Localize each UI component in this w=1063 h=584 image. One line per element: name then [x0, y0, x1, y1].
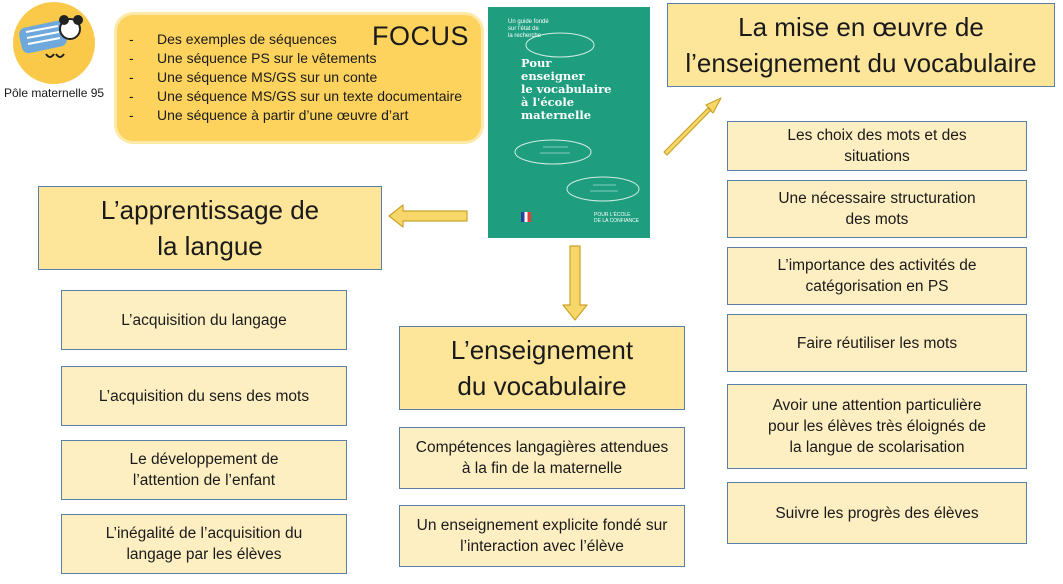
logo-caption: Pôle maternelle 95	[4, 86, 105, 100]
book-footer: POUR L'ÉCOLE DE LA CONFIANCE	[594, 212, 640, 224]
focus-item: Une séquence à partir d’une œuvre d’art	[129, 106, 462, 125]
focus-item: Une séquence PS sur le vêtements	[129, 49, 462, 68]
apprentissage-item: Le développement de l’attention de l’enf…	[61, 440, 347, 500]
pole-maternelle-logo	[6, 2, 102, 84]
focus-item: Une séquence MS/GS sur un conte	[129, 68, 462, 87]
arrow-down	[562, 245, 588, 321]
arrow-up-right	[663, 97, 722, 156]
book-decoration	[514, 32, 640, 202]
arrow-left	[388, 204, 468, 228]
marianne-logo	[521, 212, 531, 222]
focus-list: Des exemples de séquences Une séquence P…	[129, 30, 462, 125]
focus-item: Une séquence MS/GS sur un texte document…	[129, 87, 462, 106]
mise-en-oeuvre-item: Une nécessaire structuration des mots	[727, 180, 1027, 238]
enseignement-item: Compétences langagières attendues à la f…	[399, 427, 685, 489]
apprentissage-item: L’acquisition du sens des mots	[61, 366, 347, 426]
book-subtitle: Un guide fondé sur l'état de la recherch…	[508, 19, 549, 39]
mise-en-oeuvre-item: Faire réutiliser les mots	[727, 314, 1027, 372]
mise-en-oeuvre-item: L’importance des activités de catégorisa…	[727, 247, 1027, 305]
apprentissage-item: L’inégalité de l’acquisition du langage …	[61, 514, 347, 574]
apprentissage-title: L’apprentissage de la langue	[38, 186, 382, 270]
mise-en-oeuvre-title: La mise en œuvre de l’enseignement du vo…	[667, 3, 1055, 87]
enseignement-item: Un enseignement explicite fondé sur l’in…	[399, 505, 685, 567]
mise-en-oeuvre-item: Suivre les progrès des élèves	[727, 482, 1027, 544]
enseignement-title: L’enseignement du vocabulaire	[399, 326, 685, 410]
focus-item: Des exemples de séquences	[129, 30, 462, 49]
mise-en-oeuvre-item: Les choix des mots et des situations	[727, 121, 1027, 171]
mise-en-oeuvre-item: Avoir une attention particulière pour le…	[727, 384, 1027, 469]
focus-box: FOCUS Des exemples de séquences Une séqu…	[117, 15, 481, 141]
book-title: Pour enseigner le vocabulaire à l'école …	[521, 56, 612, 122]
apprentissage-item: L’acquisition du langage	[61, 290, 347, 350]
book-cover: Un guide fondé sur l'état de la recherch…	[488, 7, 650, 238]
